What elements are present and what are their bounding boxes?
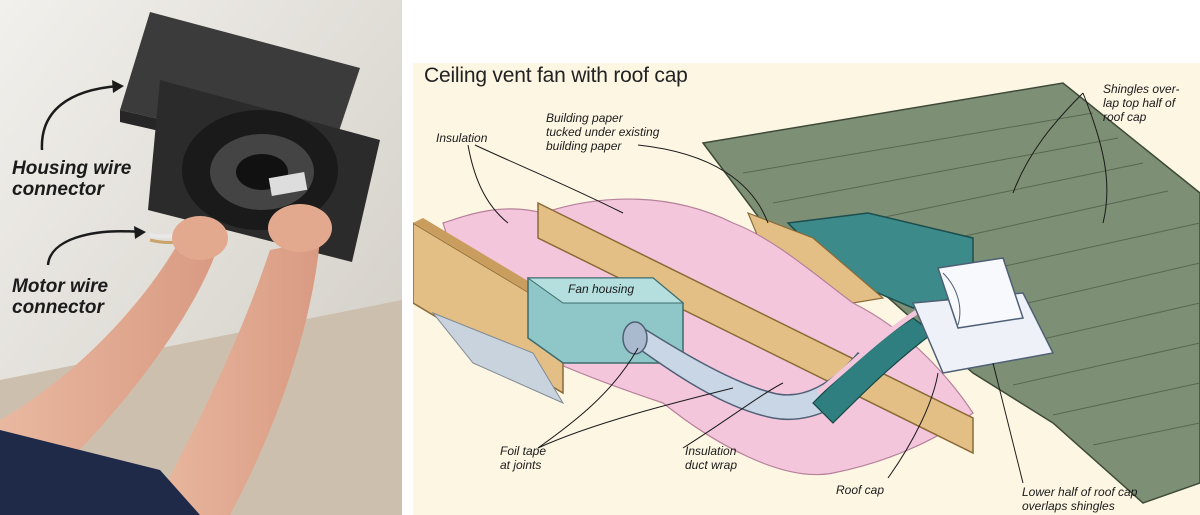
lower-half-callout: Lower half of roof cap overlaps shingles xyxy=(1022,485,1138,513)
roof-cap-hood xyxy=(937,257,1024,329)
shingles-overlap-callout: Shingles over- lap top half of roof cap xyxy=(1103,82,1180,124)
fan-install-photo xyxy=(0,0,402,515)
diagram-panel xyxy=(413,63,1200,515)
duct-wrap-callout: Insulation duct wrap xyxy=(685,444,738,472)
vent-fan-diagram xyxy=(413,82,1200,504)
photo-panel: Housing wire connector Motor wire connec… xyxy=(0,0,402,515)
building-paper-callout: Building paper tucked under existing bui… xyxy=(546,111,660,153)
motor-wire-connector-label: Motor wire connector xyxy=(12,276,109,318)
fan-housing-callout: Fan housing xyxy=(568,282,635,296)
roof-cap-callout: Roof cap xyxy=(836,483,885,497)
foil-tape-callout: Foil tape at joints xyxy=(500,444,547,472)
diagram-title: Ceiling vent fan with roof cap xyxy=(424,64,688,87)
housing-wire-connector-label: Housing wire connector xyxy=(12,158,132,200)
insulation-callout: Insulation xyxy=(436,131,488,145)
